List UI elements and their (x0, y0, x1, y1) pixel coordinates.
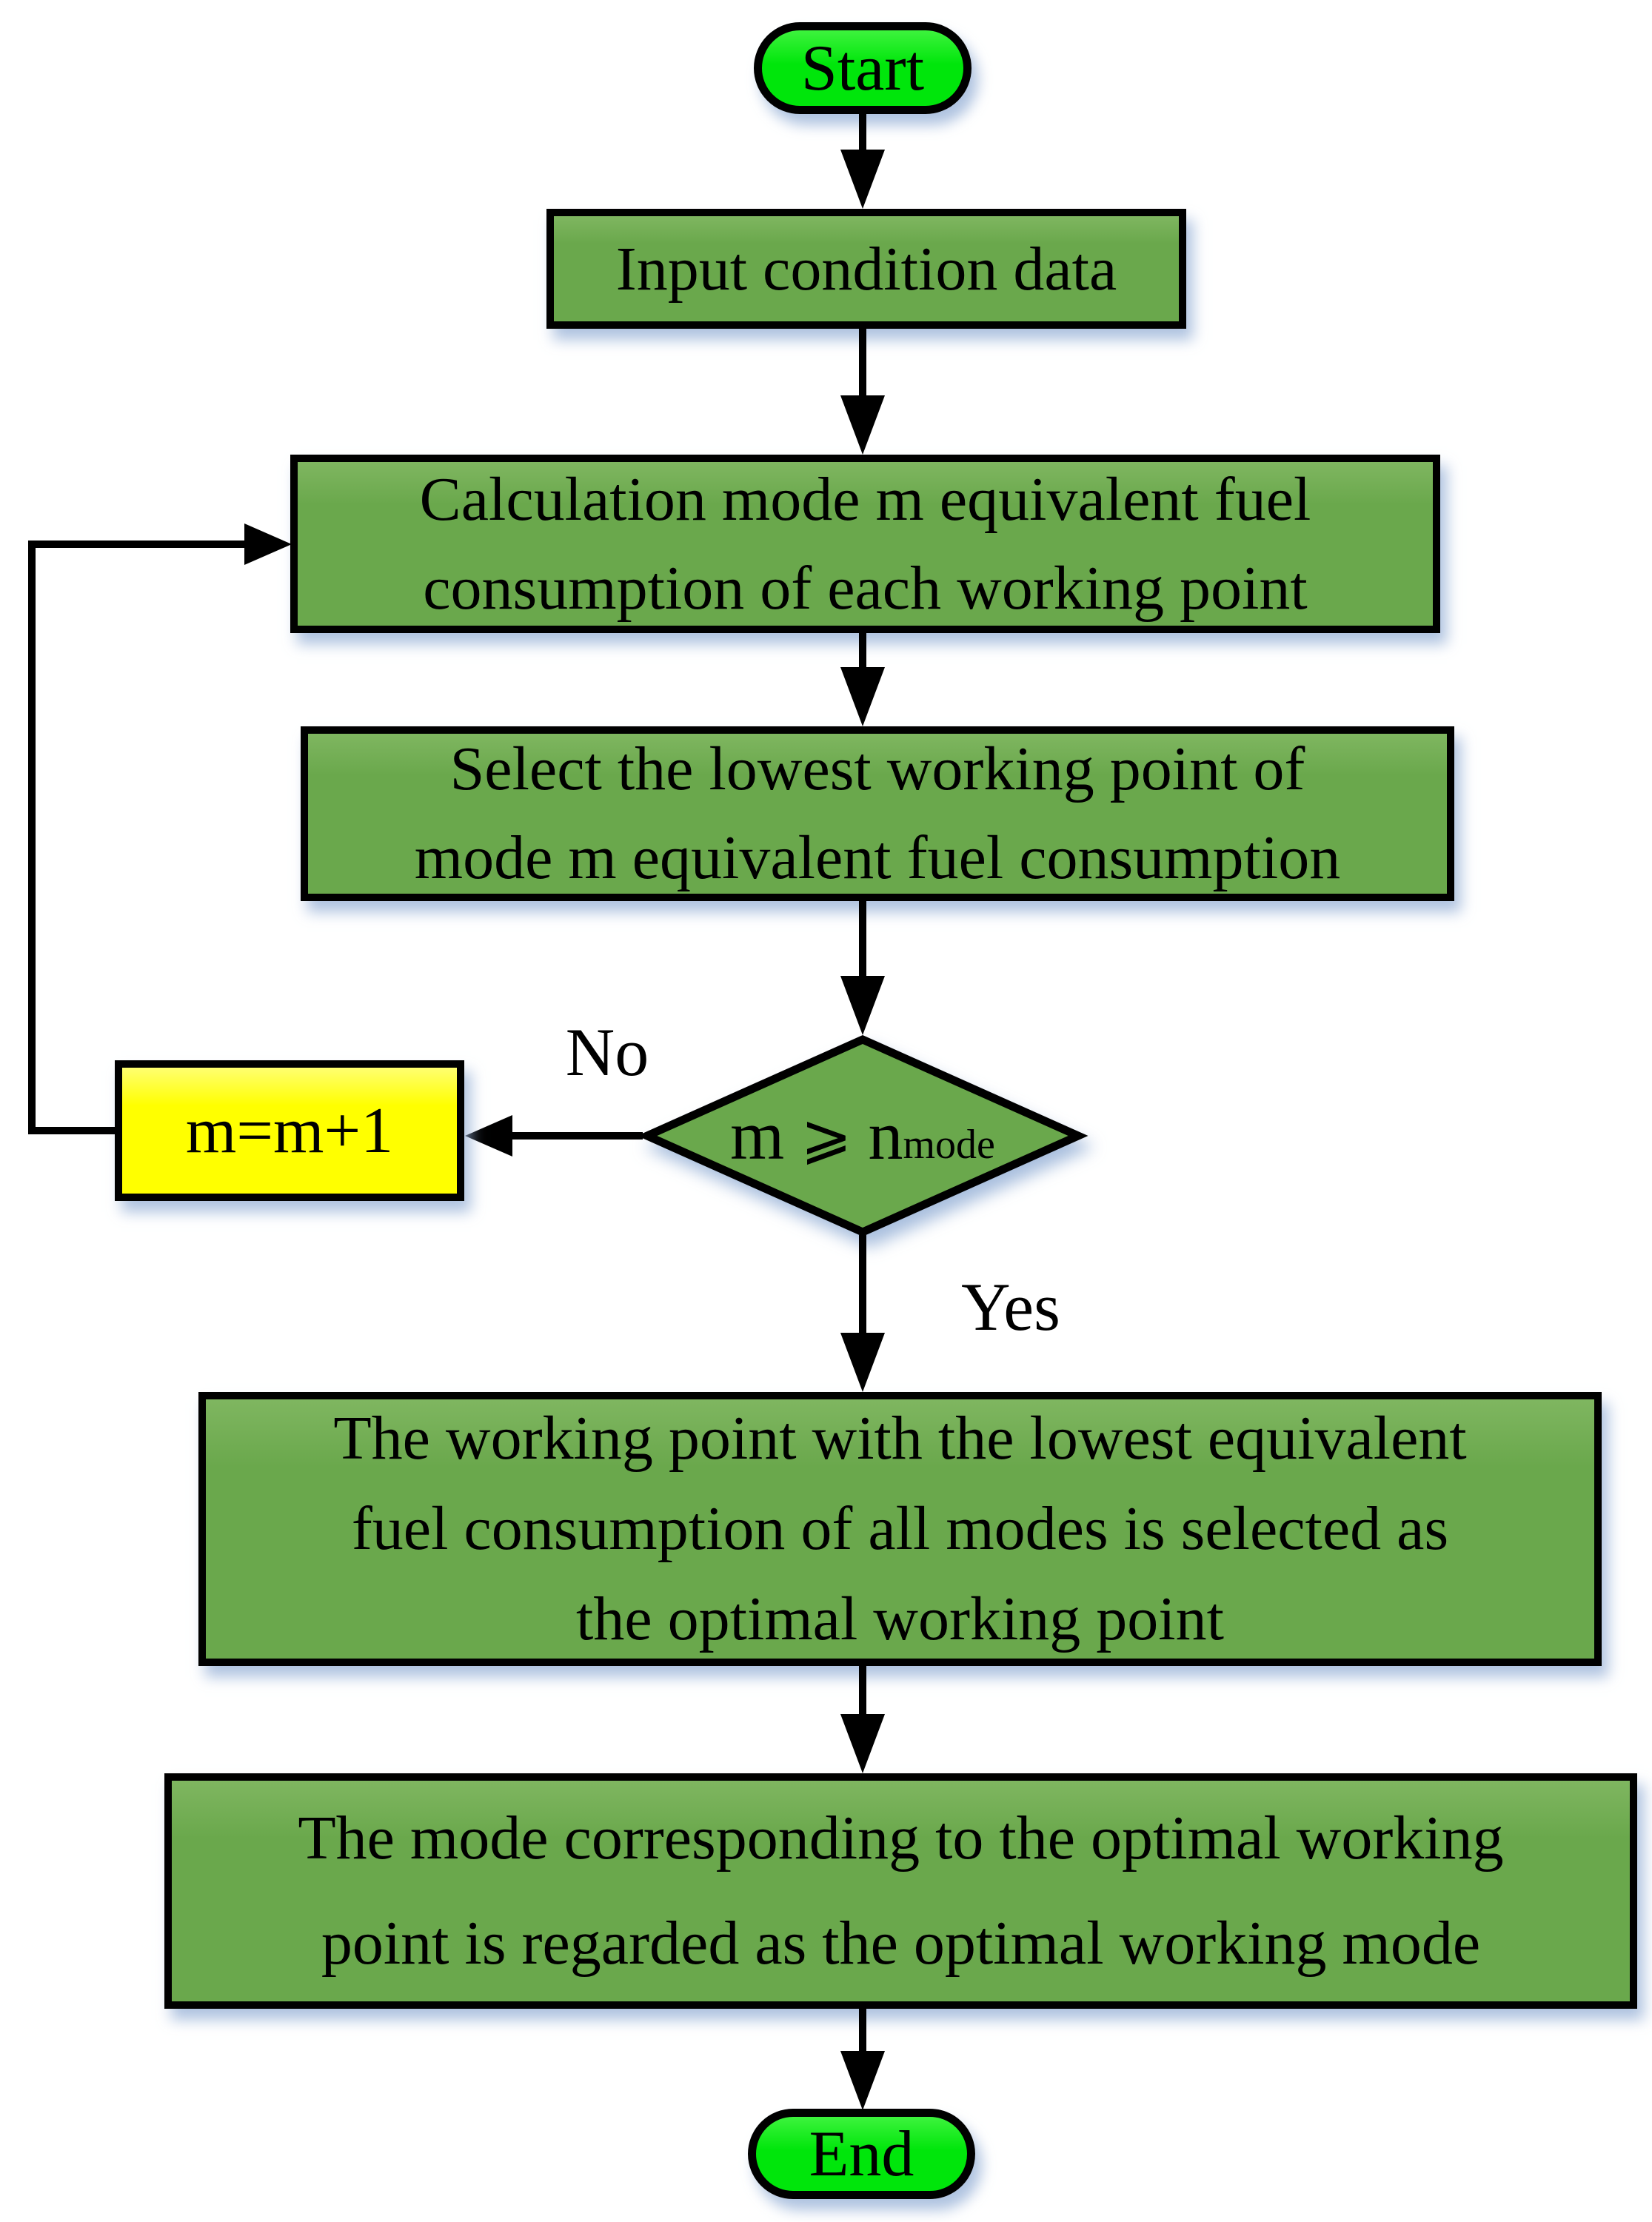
node-input-condition-data: Input condition data (546, 209, 1186, 329)
edge-decision-optimalpoint-line (859, 1235, 866, 1334)
node-start-label: Start (800, 32, 925, 104)
node-increment-label: m=m+1 (185, 1094, 394, 1167)
edge-calc-select-line (859, 632, 866, 670)
decision-rhs-subscript: mode (903, 1122, 995, 1168)
node-increment: m=m+1 (115, 1060, 464, 1201)
node-decision: m ⩾ n mode (643, 1035, 1083, 1237)
node-select-line-1: Select the lowest working point of (449, 734, 1305, 803)
node-optimal-point: The working point with the lowest equiva… (198, 1392, 1602, 1666)
edge-calc-select-arrowhead (840, 667, 885, 726)
node-calculation-line-2: consumption of each working point (423, 553, 1308, 623)
edge-mode-end-line (859, 2009, 866, 2054)
decision-lhs: m (730, 1097, 785, 1174)
node-decision-shape (637, 1034, 1088, 1237)
node-calculation: Calculation mode m equivalent fuel consu… (290, 455, 1440, 633)
edge-loop-arrowhead (244, 523, 292, 565)
decision-operator: ⩾ (800, 1100, 852, 1172)
edge-loop-vertical-line (28, 541, 36, 1134)
node-optimal-point-line-2: fuel consumption of all modes is selecte… (351, 1494, 1449, 1563)
edge-point-mode-arrowhead (840, 1714, 885, 1773)
edge-select-decision-line (859, 900, 866, 979)
node-calculation-line-1: Calculation mode m equivalent fuel (419, 464, 1311, 534)
node-input-line-1: Input condition data (615, 234, 1117, 304)
decision-rhs-base: n (868, 1097, 903, 1174)
edge-loop-top-line (36, 541, 244, 548)
node-optimal-mode: The mode corresponding to the optimal wo… (164, 1773, 1637, 2009)
node-optimal-mode-line-1: The mode corresponding to the optimal wo… (298, 1804, 1504, 1873)
edge-label-no: No (565, 1014, 649, 1090)
edge-start-input-arrowhead (840, 150, 885, 209)
edge-point-mode-line (859, 1664, 866, 1717)
node-start: Start (754, 22, 972, 114)
node-select-lowest: Select the lowest working point of mode … (301, 726, 1454, 901)
edge-select-decision-arrowhead (840, 976, 885, 1035)
node-optimal-point-line-3: the optimal working point (576, 1584, 1224, 1653)
edge-decision-increment-line (512, 1132, 643, 1140)
node-optimal-point-line-1: The working point with the lowest equiva… (333, 1404, 1467, 1473)
edge-decision-optimalpoint-arrowhead (840, 1333, 885, 1392)
edge-decision-increment-arrowhead (465, 1115, 512, 1157)
edge-mode-end-arrowhead (840, 2051, 885, 2110)
edge-start-input-line (859, 111, 866, 151)
edge-loop-bottom-line (28, 1127, 115, 1134)
node-end: End (748, 2109, 975, 2199)
node-select-line-2: mode m equivalent fuel consumption (414, 823, 1341, 892)
edge-label-yes: Yes (961, 1269, 1060, 1345)
edge-input-calc-line (859, 329, 866, 397)
edge-input-calc-arrowhead (840, 395, 885, 455)
node-optimal-mode-line-2: point is regarded as the optimal working… (321, 1909, 1481, 1978)
node-end-label: End (809, 2118, 914, 2190)
